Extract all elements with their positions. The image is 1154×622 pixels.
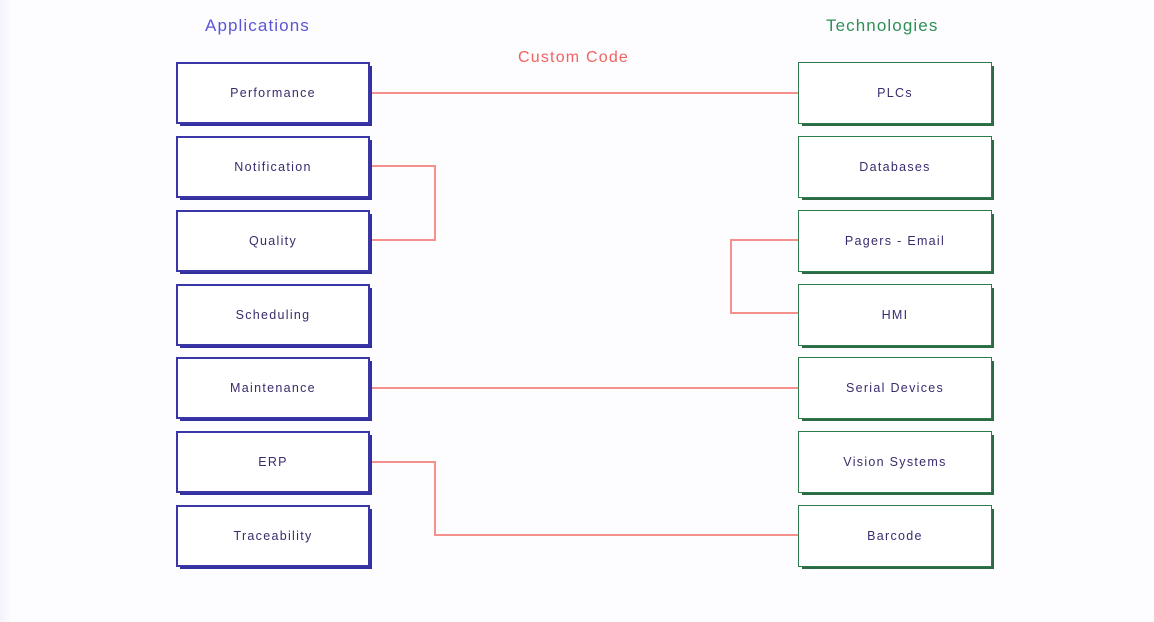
tech-node-serial-devices[interactable]: Serial Devices	[798, 357, 992, 419]
connector-erp-stub	[370, 461, 436, 463]
tech-node-pagers-email[interactable]: Pagers - Email	[798, 210, 992, 272]
connector-maintenance-serial-devices	[370, 387, 800, 389]
app-node-label: Scheduling	[235, 308, 311, 322]
tech-node-label: Vision Systems	[843, 455, 947, 469]
app-node-performance[interactable]: Performance	[176, 62, 370, 124]
app-node-label: ERP	[258, 455, 288, 469]
custom-code-label: Custom Code	[518, 49, 630, 66]
app-node-scheduling[interactable]: Scheduling	[176, 284, 370, 346]
tech-node-label: HMI	[881, 308, 909, 322]
app-node-maintenance[interactable]: Maintenance	[176, 357, 370, 419]
tech-node-hmi[interactable]: HMI	[798, 284, 992, 346]
connector-performance-plcs	[370, 92, 800, 94]
tech-node-plcs[interactable]: PLCs	[798, 62, 992, 124]
app-node-traceability[interactable]: Traceability	[176, 505, 370, 567]
tech-node-label: PLCs	[877, 86, 913, 100]
tech-node-databases[interactable]: Databases	[798, 136, 992, 198]
applications-column-header: Applications	[205, 16, 310, 35]
app-node-label: Performance	[230, 86, 316, 100]
tech-node-barcode[interactable]: Barcode	[798, 505, 992, 567]
technologies-column-header: Technologies	[826, 16, 939, 35]
app-node-label: Maintenance	[230, 381, 316, 395]
app-node-label: Quality	[248, 234, 297, 248]
tech-node-label: Barcode	[867, 529, 923, 543]
connector-notification-quality-bracket	[434, 165, 436, 241]
app-node-notification[interactable]: Notification	[176, 136, 370, 198]
app-node-erp[interactable]: ERP	[176, 431, 370, 493]
tech-node-label: Pagers - Email	[844, 234, 946, 248]
app-node-label: Traceability	[233, 529, 313, 543]
connector-hmi-stub	[730, 312, 800, 314]
connector-pagers-hmi-bracket	[730, 239, 732, 314]
connector-notification-stub	[370, 165, 436, 167]
app-node-quality[interactable]: Quality	[176, 210, 370, 272]
connector-pagers-email-stub	[730, 239, 800, 241]
tech-node-label: Databases	[859, 160, 931, 174]
connector-erp-step-vertical	[434, 461, 436, 536]
app-node-label: Notification	[234, 160, 312, 174]
connector-quality-stub	[370, 239, 436, 241]
connector-erp-barcode	[434, 534, 800, 536]
tech-node-vision-systems[interactable]: Vision Systems	[798, 431, 992, 493]
tech-node-label: Serial Devices	[845, 381, 945, 395]
